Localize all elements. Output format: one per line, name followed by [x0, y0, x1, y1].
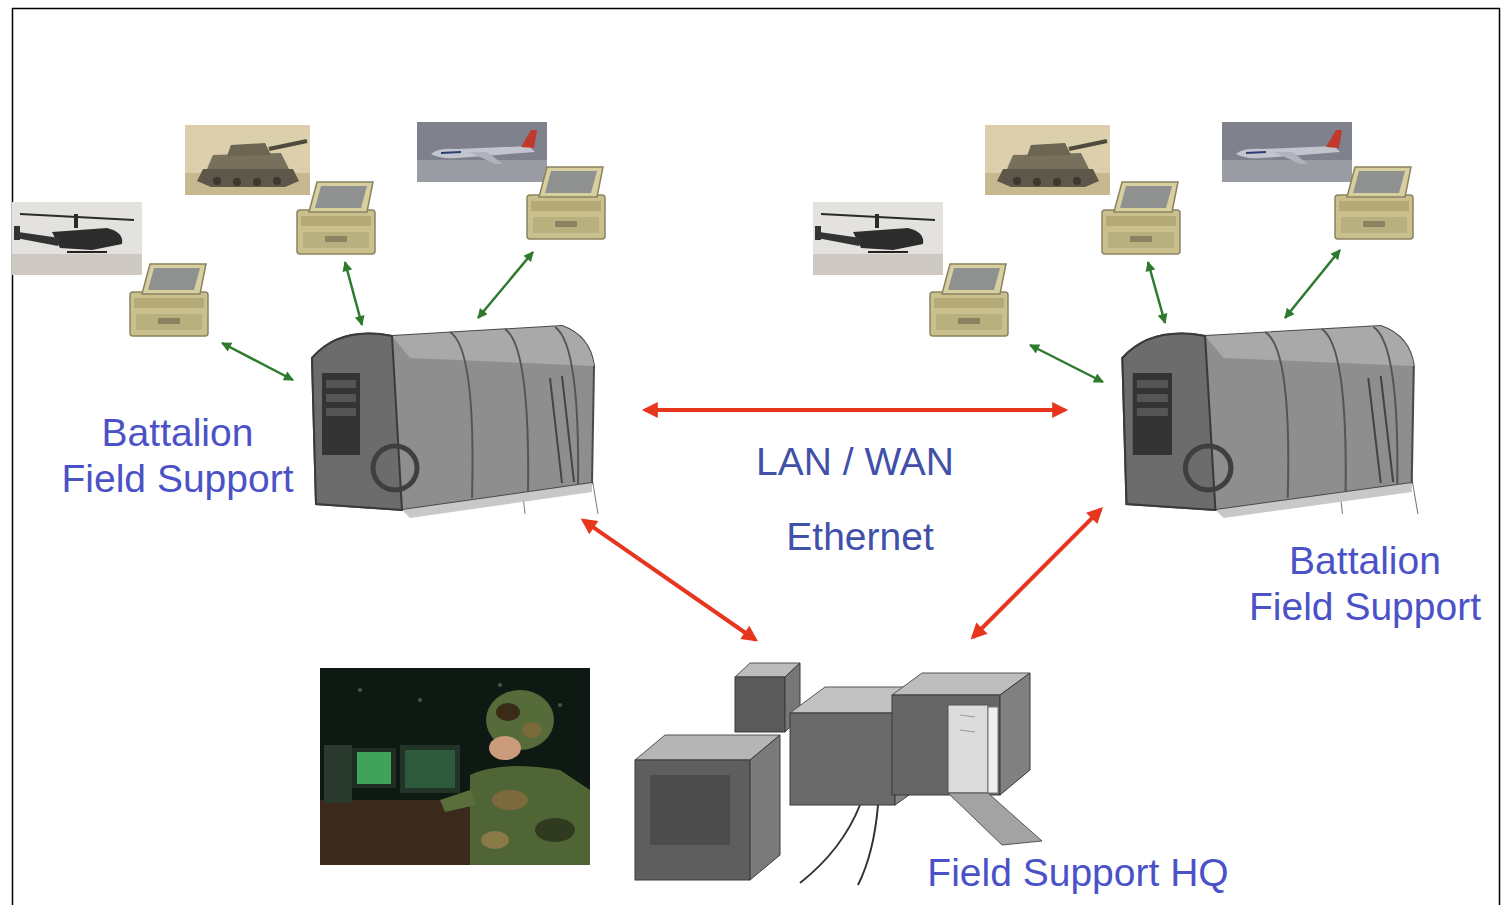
hq-shelter-illustration: [858, 805, 878, 885]
operator-photo: [558, 703, 562, 707]
shelter-picture: [300, 318, 600, 518]
picture-frame: [13, 9, 1500, 905]
operator-photo: [358, 688, 362, 692]
shelter-illustration: [1122, 326, 1418, 518]
aircraft-photo: [417, 122, 547, 182]
tank-photo: [185, 125, 310, 195]
aircraft-photo: [1222, 122, 1352, 182]
node-label: Battalion Field Support: [1245, 538, 1485, 630]
shelter-illustration: [555, 327, 578, 486]
shelter-illustration: [450, 332, 473, 498]
hq-shelter-illustration: [735, 677, 785, 732]
shelter-illustration: [1137, 380, 1168, 388]
network-link-arrow: [583, 520, 755, 639]
shelter-illustration: [562, 376, 574, 482]
network-link-arrow: [973, 509, 1101, 637]
field-terminal: [527, 167, 605, 239]
operator-photo: [405, 750, 455, 788]
shelter-illustration: [312, 334, 402, 510]
field-terminal: [297, 182, 375, 254]
right-units: [813, 122, 1413, 382]
operator-photo: [418, 698, 422, 702]
shelter-illustration: [1368, 378, 1380, 483]
hq-shelter: Field Support HQ: [625, 650, 1240, 900]
link-label: LAN / WAN: [752, 439, 958, 485]
operator-photo: [352, 748, 396, 788]
operator-photo: [320, 668, 590, 865]
hq-shelter-illustration: [948, 705, 988, 793]
operator-photo: [489, 736, 521, 760]
shelter-illustration: [1265, 332, 1288, 498]
operator-photo: [440, 790, 476, 812]
shelter-illustration: [373, 446, 417, 490]
shelter-illustration: [322, 373, 360, 455]
hq-shelter-illustration: [1000, 673, 1030, 795]
node-label: Battalion Field Support: [55, 410, 300, 502]
shelter-illustration: [312, 326, 594, 510]
tank-photo: [985, 125, 1110, 195]
data-link-arrow: [1148, 262, 1165, 323]
shelter-illustration: [1133, 373, 1172, 455]
operator-photo: [470, 766, 590, 865]
shelter-illustration: [505, 329, 528, 492]
shelter-picture: [1110, 318, 1420, 518]
hq-shelter-illustration: [635, 760, 750, 880]
hq-shelter-illustration: [988, 707, 998, 793]
operator-photo: [498, 683, 502, 687]
shelter-illustration: [1381, 376, 1393, 482]
hq-shelter-illustration: [650, 775, 730, 845]
helicopter-photo: [12, 202, 142, 275]
hq-shelter-illustration: [892, 695, 1000, 795]
shelter-illustration: [326, 394, 356, 402]
hq-shelter-illustration: [790, 713, 895, 805]
shelter-illustration: [1137, 394, 1168, 402]
helicopter-photo: [813, 202, 943, 275]
shelter-illustration: [1205, 326, 1414, 366]
operator-photo: [522, 722, 542, 738]
operator-photo: [400, 745, 460, 793]
shelter-illustration: [550, 378, 562, 483]
operator-photo: [535, 818, 575, 842]
operator-photo: [481, 831, 509, 849]
shelter-illustration: [402, 483, 592, 518]
shelter-illustration: [1137, 408, 1168, 416]
data-link-arrow: [345, 262, 362, 325]
field-terminal: [930, 264, 1008, 336]
left-units: [12, 122, 605, 380]
hq-shelter-illustration: [750, 735, 780, 880]
node-label: Field Support HQ: [918, 850, 1238, 896]
data-link-arrow: [1030, 345, 1103, 382]
field-terminal: [1335, 167, 1413, 239]
shelter-illustration: [1122, 334, 1215, 510]
shelter-illustration: [326, 380, 356, 388]
data-link-arrow: [1285, 250, 1340, 318]
field-terminal: [130, 264, 208, 336]
network-link-arrow: [645, 408, 1065, 412]
shelter-illustration: [1374, 327, 1398, 486]
shelter-illustration: [312, 326, 598, 518]
data-link-arrow: [222, 343, 293, 380]
field-terminal: [1102, 182, 1180, 254]
shelter-illustration: [1185, 446, 1230, 490]
shelter-illustration: [1322, 329, 1346, 492]
operator-photo: [324, 745, 352, 803]
data-link-arrow: [478, 252, 533, 318]
shelter-illustration: [326, 408, 356, 416]
hq-shelter-illustration: [948, 793, 1042, 845]
battalion-shelter: Battalion Field Support: [50, 318, 605, 518]
shelter-illustration: [1122, 326, 1413, 510]
network-type-label: Ethernet: [782, 514, 937, 560]
battalion-shelter: Battalion Field Support: [1105, 318, 1497, 633]
hq-shelter-illustration: [960, 715, 975, 732]
shelter-illustration: [1215, 483, 1411, 518]
operator-photo: [492, 790, 528, 810]
operator-photo: [320, 668, 590, 865]
operator-photo: [496, 703, 520, 721]
shelter-illustration: [392, 326, 594, 366]
hq-shelter-illustration: [800, 805, 860, 883]
operator-photo: [357, 752, 391, 784]
